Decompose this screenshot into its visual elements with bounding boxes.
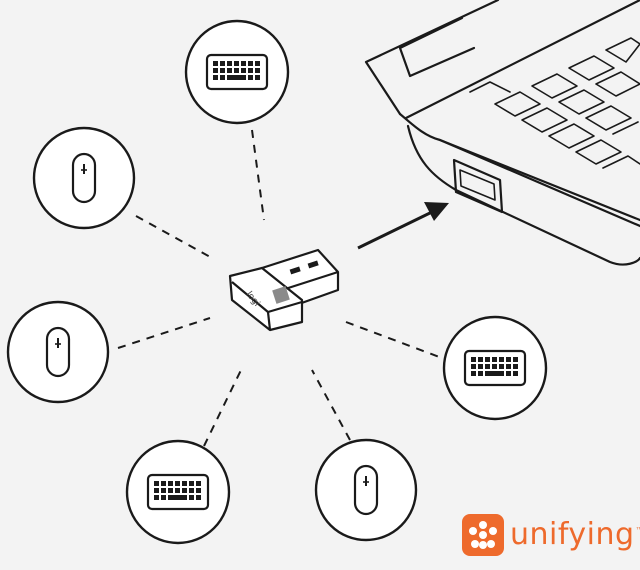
connector-keyboard-top: [251, 129, 265, 221]
insert-arrow: [357, 202, 449, 250]
connection-lines: [117, 129, 443, 447]
laptop-illustration: [364, 0, 640, 266]
connector-keyboard-bottom-left: [203, 367, 243, 447]
connector-mouse-left-lower: [117, 317, 211, 349]
device-circle: [6, 300, 110, 404]
connector-keyboard-right: [345, 321, 443, 359]
device-mouse-left-lower: [6, 300, 110, 404]
device-keyboard-right: [442, 315, 548, 421]
device-keyboard-top: [184, 19, 290, 125]
device-mouse-bottom: [314, 438, 418, 542]
device-circle: [32, 126, 136, 230]
device-mouse-left-upper: [32, 126, 136, 230]
brand-trademark: ™: [635, 526, 640, 535]
brand-name: unifying: [510, 517, 635, 552]
laptop-keys: [469, 37, 640, 169]
device-circle: [314, 438, 418, 542]
connector-mouse-left-upper: [135, 215, 213, 259]
unifying-receiver: logi: [228, 248, 340, 332]
connector-mouse-bottom: [311, 369, 351, 441]
unifying-logo-icon: [462, 514, 504, 556]
device-keyboard-bottom-left: [125, 439, 231, 545]
devices: [6, 19, 548, 545]
unifying-brand: unifying ™: [462, 514, 640, 556]
laptop-usb-port: [452, 158, 504, 214]
